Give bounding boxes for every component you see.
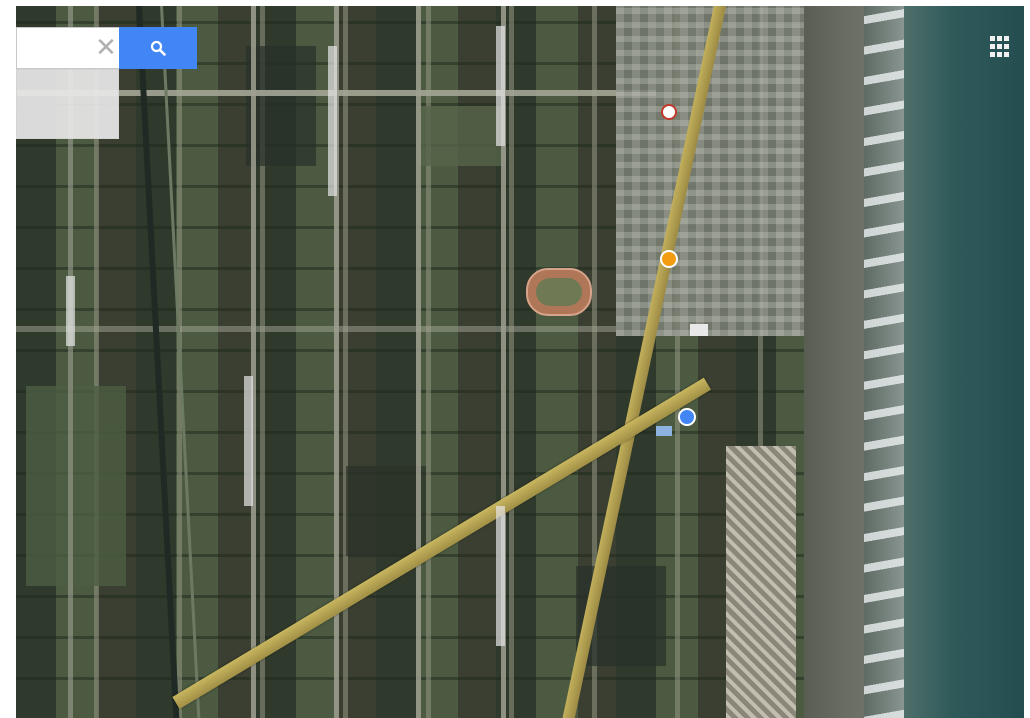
- poi-marker[interactable]: [661, 104, 677, 120]
- route-shield: [656, 426, 672, 436]
- local-road: [416, 6, 421, 718]
- apps-grid-icon: [990, 36, 995, 41]
- highway-shield-marker[interactable]: [678, 408, 696, 426]
- road-label-marker: [328, 46, 337, 196]
- local-road: [501, 6, 506, 718]
- coastal-village: [726, 446, 796, 718]
- search-box: ✕: [16, 27, 119, 69]
- suggestion-item[interactable]: [17, 105, 118, 139]
- local-road: [334, 6, 339, 718]
- field-patch: [346, 466, 426, 556]
- beach: [804, 6, 874, 718]
- road-label-marker: [66, 276, 75, 346]
- sea: [904, 6, 1024, 718]
- local-road: [68, 6, 73, 718]
- road-label-marker: [496, 26, 505, 146]
- search-input[interactable]: [17, 28, 93, 68]
- road-label-marker: [244, 376, 253, 506]
- local-road: [16, 326, 616, 332]
- field-patch: [246, 46, 316, 166]
- poi-marker[interactable]: [660, 250, 678, 268]
- close-icon: ✕: [95, 33, 117, 63]
- field-patch: [416, 106, 506, 166]
- apps-grid-button[interactable]: [990, 36, 1012, 58]
- search-button[interactable]: [119, 27, 197, 69]
- suggestion-list: [16, 69, 119, 139]
- road-label-marker: [496, 506, 505, 646]
- town-area: [616, 6, 806, 336]
- satellite-map[interactable]: [16, 6, 1024, 718]
- running-track: [526, 268, 592, 316]
- local-road: [251, 6, 256, 718]
- route-shield: [690, 324, 708, 336]
- suggestion-item[interactable]: [17, 70, 118, 105]
- field-patch: [26, 386, 126, 586]
- search-icon: [150, 40, 166, 56]
- clear-search-button[interactable]: ✕: [93, 28, 119, 68]
